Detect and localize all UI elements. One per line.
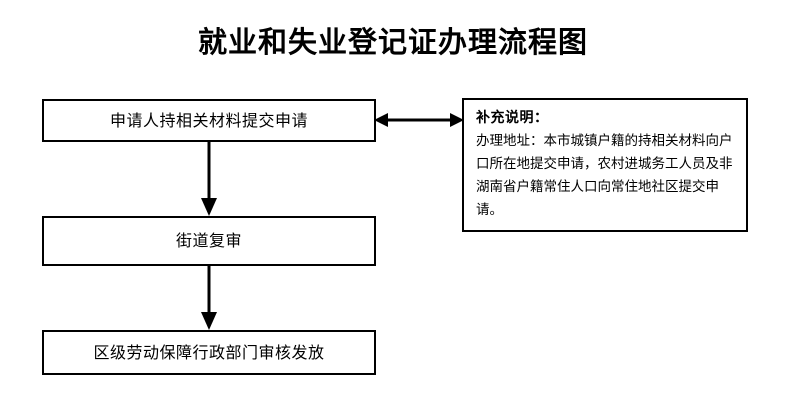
flow-node-apply-label: 申请人持相关材料提交申请 bbox=[109, 110, 308, 130]
page-title: 就业和失业登记证办理流程图 bbox=[197, 25, 588, 59]
flow-node-issue-label: 区级劳动保障行政部门审核发放 bbox=[93, 342, 325, 362]
flow-node-review[interactable]: 街道复审 bbox=[42, 216, 376, 266]
connector-apply-to-review bbox=[185, 140, 235, 218]
flow-node-review-label: 街道复审 bbox=[175, 231, 242, 250]
note-heading: 补充说明： bbox=[476, 110, 549, 126]
note-body: 办理地址：本市城镇户籍的持相关材料向户口所在地提交申请，农村进城务工人员及非湖南… bbox=[476, 133, 733, 218]
flow-node-issue[interactable]: 区级劳动保障行政部门审核发放 bbox=[42, 330, 376, 375]
flow-node-apply[interactable]: 申请人持相关材料提交申请 bbox=[42, 99, 376, 142]
connector-apply-to-note bbox=[370, 106, 468, 136]
note-box[interactable]: 补充说明： 办理地址：本市城镇户籍的持相关材料向户口所在地提交申请，农村进城务工… bbox=[462, 98, 748, 232]
connector-review-to-issue bbox=[185, 264, 235, 332]
